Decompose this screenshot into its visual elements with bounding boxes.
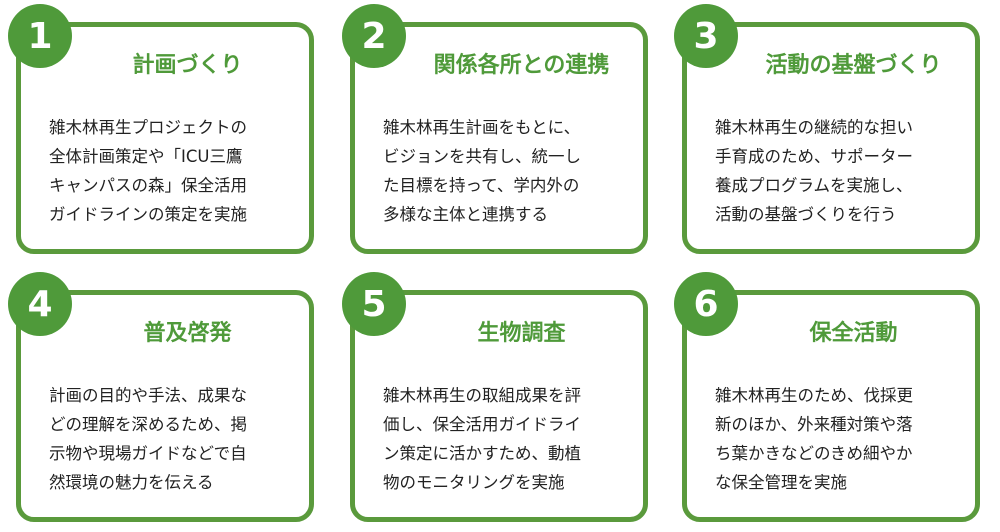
card-body: 雑木林再生のため、伐採更 新のほか、外来種対策や落 ち葉かきなどのきめ細やか な…: [715, 381, 963, 497]
number-badge-4: 4: [8, 272, 72, 336]
card-text-line: 雑木林再生の取組成果を評: [383, 386, 581, 405]
card-title: 普及啓発: [143, 321, 232, 346]
card-text-line: ガイドラインの策定を実施: [49, 205, 247, 224]
card-text-line: キャンパスの森」保全活用: [49, 176, 247, 195]
number-badge-1: 1: [8, 4, 72, 68]
card-text-line: 雑木林再生のため、伐採更: [715, 386, 913, 405]
card-title: 活動の基盤づくり: [765, 53, 942, 78]
card-text-line: 全体計画策定や「ICU三鷹: [49, 147, 243, 166]
card-body: 雑木林再生プロジェクトの 全体計画策定や「ICU三鷹 キャンパスの森」保全活用 …: [49, 113, 297, 229]
card-title: 関係各所との連携: [433, 53, 610, 78]
card-text-line: 価し、保全活用ガイドライ: [383, 415, 581, 434]
card-title: 計画づくり: [132, 53, 243, 78]
card-text-line: 計画の目的や手法、成果な: [49, 386, 247, 405]
card-5: 生物調査 雑木林再生の取組成果を評 価し、保全活用ガイドライ ン策定に活かすため…: [350, 290, 648, 522]
card-text-line: 物のモニタリングを実施: [383, 473, 565, 492]
card-text-line: 活動の基盤づくりを行う: [715, 205, 897, 224]
number-badge-6: 6: [674, 272, 738, 336]
card-body: 計画の目的や手法、成果な どの理解を深めるため、掲 示物や現場ガイドなどで自 然…: [49, 381, 297, 497]
card-1: 計画づくり 雑木林再生プロジェクトの 全体計画策定や「ICU三鷹 キャンパスの森…: [16, 22, 314, 254]
card-title: 生物調査: [477, 321, 566, 346]
card-text-line: 然環境の魅力を伝える: [49, 473, 214, 492]
card-text-line: 雑木林再生の継続的な担い: [715, 118, 913, 137]
card-text-line: 示物や現場ガイドなどで自: [49, 444, 247, 463]
card-6: 保全活動 雑木林再生のため、伐採更 新のほか、外来種対策や落 ち葉かきなどのきめ…: [682, 290, 980, 522]
number-badge-5: 5: [342, 272, 406, 336]
card-text-line: な保全管理を実施: [715, 473, 847, 492]
card-text-line: どの理解を深めるため、掲: [49, 415, 247, 434]
card-text-line: 新のほか、外来種対策や落: [715, 415, 913, 434]
card-3: 活動の基盤づくり 雑木林再生の継続的な担い 手育成のため、サポーター 養成プログ…: [682, 22, 980, 254]
card-text-line: ち葉かきなどのきめ細やか: [715, 444, 913, 463]
card-2: 関係各所との連携 雑木林再生計画をもとに、 ビジョンを共有し、統一し た目標を持…: [350, 22, 648, 254]
card-text-line: 手育成のため、サポーター: [715, 147, 913, 166]
card-text-line: ビジョンを共有し、統一し: [383, 147, 581, 166]
number-badge-3: 3: [674, 4, 738, 68]
card-4: 普及啓発 計画の目的や手法、成果な どの理解を深めるため、掲 示物や現場ガイドな…: [16, 290, 314, 522]
card-title: 保全活動: [809, 321, 898, 346]
card-text-line: 雑木林再生プロジェクトの: [49, 118, 247, 137]
number-badge-2: 2: [342, 4, 406, 68]
card-body: 雑木林再生計画をもとに、 ビジョンを共有し、統一し た目標を持って、学内外の 多…: [383, 113, 631, 229]
card-body: 雑木林再生の取組成果を評 価し、保全活用ガイドライ ン策定に活かすため、動植 物…: [383, 381, 631, 497]
card-text-line: 雑木林再生計画をもとに、: [383, 118, 581, 137]
card-text-line: た目標を持って、学内外の: [383, 176, 580, 195]
card-text-line: 養成プログラムを実施し、: [715, 176, 913, 195]
card-body: 雑木林再生の継続的な担い 手育成のため、サポーター 養成プログラムを実施し、 活…: [715, 113, 963, 229]
card-text-line: 多様な主体と連携する: [383, 205, 548, 224]
card-text-line: ン策定に活かすため、動植: [383, 444, 581, 463]
